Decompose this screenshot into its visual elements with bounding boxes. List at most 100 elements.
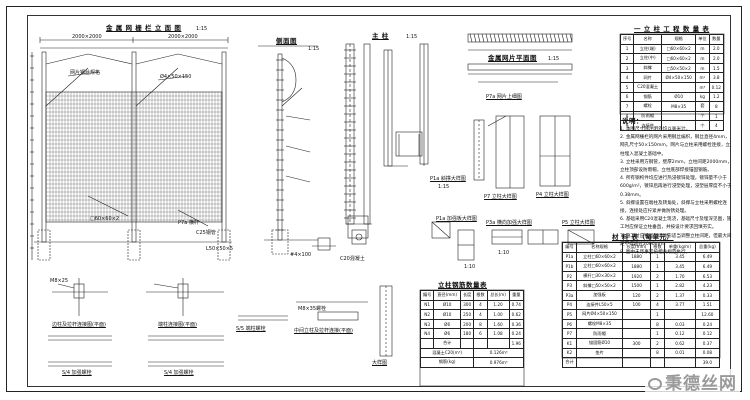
- table-cell: K1: [562, 337, 577, 349]
- table-cell: 螺栓: [633, 101, 663, 112]
- table-cell: [459, 337, 475, 349]
- table-cell: 4: [708, 120, 725, 131]
- drawing-stroke: [533, 33, 537, 43]
- post-title: 主 柱: [372, 32, 389, 40]
- table-cell: P3a: [562, 289, 577, 301]
- table-cell: P1b: [562, 261, 577, 272]
- watermark: 秉德丝网: [645, 369, 740, 394]
- table-cell: 8: [473, 318, 488, 330]
- table-cell: 0.36: [508, 318, 525, 330]
- notes-block: 1. 本图尺寸除注明外均以毫米计。2. 金属网栅栏的网片采用钢丝编织，钢丝直径4…: [620, 126, 732, 257]
- table-cell: 0.12: [694, 328, 721, 339]
- table-cell: 混凝土C20(m³): [419, 347, 475, 359]
- notes-heading: 说明：: [622, 117, 643, 125]
- table-cell: m: [695, 53, 710, 64]
- drawing-stroke: [565, 33, 569, 43]
- mesh-plan: [467, 33, 573, 189]
- table-cell: 1880: [622, 251, 651, 263]
- table-cell: 1.20: [486, 299, 510, 311]
- table-cell: 名称: [633, 34, 663, 45]
- m8-label: M8×25: [50, 278, 69, 284]
- table-cell: 1.70: [663, 270, 696, 282]
- table-cell: 2: [650, 270, 665, 282]
- table-cell: 180: [459, 328, 475, 339]
- drawing-stroke: [469, 33, 473, 43]
- table-cell: 1920: [622, 270, 651, 282]
- table-cell: 斜撑: [633, 62, 663, 74]
- table-cell: 12.60: [694, 309, 721, 320]
- table-cell: □60×60×2: [661, 43, 697, 55]
- note-line: 6. 基础采用C20混凝土现浇，基础尺寸及埋深见图，施工时应保证立柱垂直，并按设…: [620, 217, 732, 231]
- table-cell: 1: [650, 280, 665, 291]
- table-cell: P7: [562, 328, 577, 339]
- table-cell: [661, 81, 697, 93]
- section-a-scale: 1:10: [464, 264, 476, 270]
- table-cell: 100: [622, 299, 651, 311]
- table-cell: 4: [473, 299, 488, 311]
- table-cell: 6.49: [694, 261, 721, 272]
- table-cell: P2: [562, 270, 577, 282]
- table-cell: 总长(m): [486, 290, 510, 301]
- drawing-stroke: [497, 33, 501, 43]
- caption-end-bolt: S/5 端柱螺栓: [236, 326, 266, 332]
- caption-detail: 大样图: [372, 360, 388, 366]
- table-cell: 编号: [419, 290, 435, 301]
- qty-table-title: 一 立 柱 工 程 数 量 表: [634, 25, 710, 33]
- table-cell: 2: [650, 337, 665, 349]
- table-cell: 0.74: [508, 299, 525, 311]
- p4-detail-title: P4 立柱大样图: [536, 192, 569, 198]
- table-cell: [622, 328, 651, 339]
- table-cell: 1.60: [486, 318, 510, 330]
- table-cell: 3.8: [708, 72, 725, 83]
- table-cell: 0.976m³: [473, 357, 524, 368]
- table-cell: 连接件L50×5: [575, 299, 624, 311]
- table-cell: 1880: [622, 261, 651, 272]
- connection-plans: [48, 278, 393, 367]
- table-cell: 1.5: [708, 62, 725, 74]
- table-cell: Ø10: [661, 91, 697, 103]
- table-cell: [661, 110, 697, 122]
- table-cell: □50×50×2: [661, 62, 697, 74]
- table-cell: 0.24: [694, 318, 721, 330]
- side-view-scale: 1:15: [308, 46, 320, 52]
- table-cell: 根数: [473, 290, 488, 301]
- mesh-detail-title: P7a 网片上细图: [486, 94, 522, 100]
- table-cell: 39.0: [694, 357, 721, 368]
- note-line: 2. 金属网栅栏的网片采用钢丝编织，钢丝直径4mm，网孔尺寸50×150mm，网…: [620, 135, 731, 157]
- drawing-stroke: [561, 33, 565, 43]
- table-cell: 锚固筋Ø10: [575, 337, 624, 349]
- table-cell: P5: [562, 309, 577, 320]
- table-cell: 1.08: [486, 328, 510, 339]
- p3a-detail-title: P3a 横向加强大样图: [486, 220, 532, 226]
- table-cell: 2.82: [663, 280, 696, 291]
- table-cell: 0.24: [508, 328, 525, 339]
- table-cell: [622, 357, 651, 368]
- table-cell: 规格: [661, 34, 697, 45]
- table-cell: 1.37: [663, 289, 696, 301]
- table-cell: 250: [459, 309, 475, 320]
- table-cell: [575, 357, 624, 368]
- post-spacing-label: 2000×2000: [72, 34, 102, 40]
- drawing-stroke: [485, 33, 489, 43]
- side-view-title: 侧面图: [276, 37, 297, 45]
- drawing-stroke: [505, 33, 509, 43]
- table-cell: 立柱(中): [633, 53, 663, 64]
- table-cell: 0.62: [508, 309, 525, 320]
- mesh-label: 网片钢丝规格: [70, 70, 101, 76]
- drawing-stroke: [521, 33, 525, 43]
- brace-detail-scale: 1:15: [438, 184, 450, 190]
